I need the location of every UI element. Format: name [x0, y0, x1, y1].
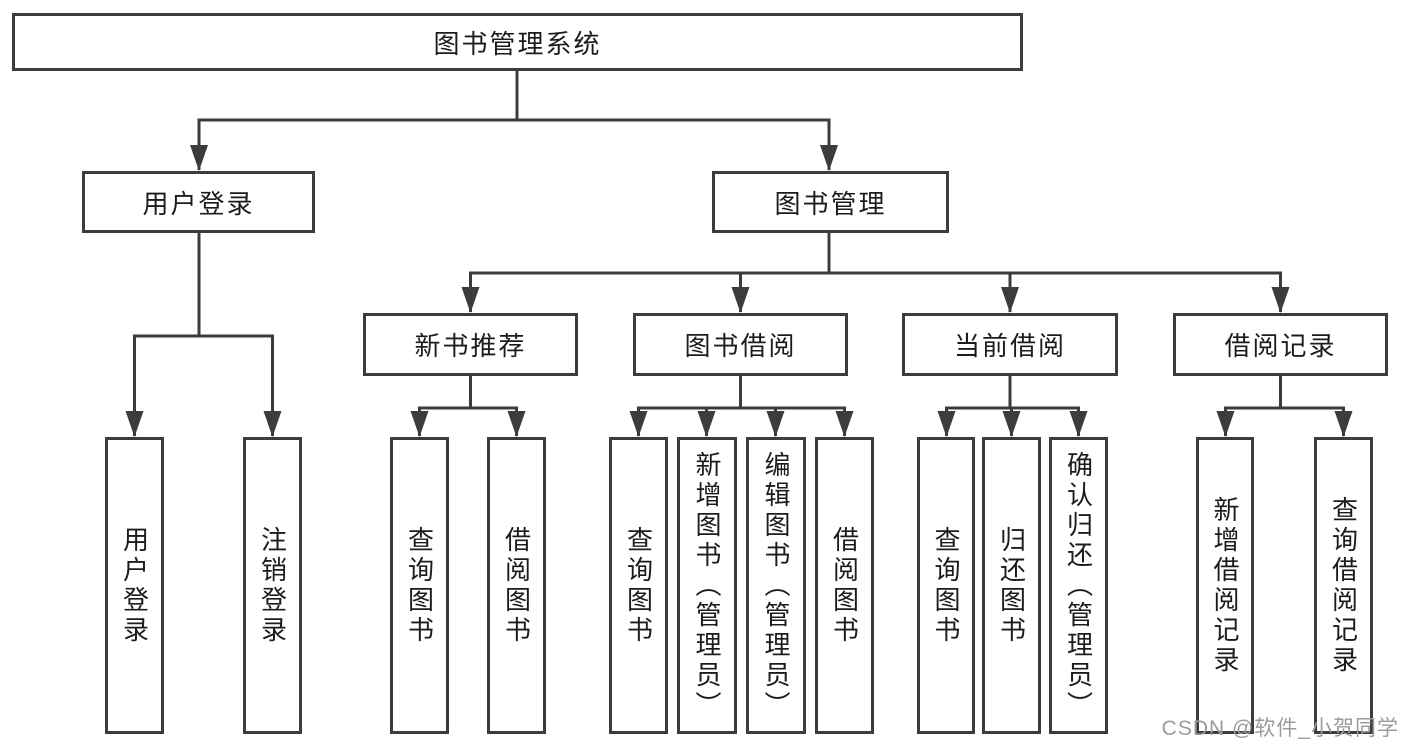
connector-borrow-records-branch	[1216, 376, 1353, 437]
node-leaf-logout: 注销登录	[243, 437, 302, 734]
node-leaf-add-books-admin: 新增图书（管理员）	[677, 437, 737, 734]
node-leaf-add-borrow-record: 新增借阅记录	[1196, 437, 1254, 734]
node-book-management: 图书管理	[712, 171, 949, 233]
node-label: 借阅图书	[829, 525, 860, 646]
node-leaf-borrow-books-1: 借阅图书	[487, 437, 546, 734]
node-leaf-user-login: 用户登录	[105, 437, 164, 734]
node-label: 查询图书	[404, 525, 435, 646]
node-label: 查询图书	[931, 525, 961, 646]
node-label: 归还图书	[996, 525, 1027, 646]
watermark: CSDN @软件_小贺同学	[1161, 717, 1399, 740]
node-leaf-query-books-3: 查询图书	[917, 437, 975, 734]
node-label: 查询借阅记录	[1328, 495, 1359, 676]
node-label: 确认归还（管理员）	[1063, 450, 1094, 721]
connector-root-to-level2	[190, 70, 838, 171]
node-leaf-return-books: 归还图书	[982, 437, 1041, 734]
connector-book-borrow-branch	[629, 376, 854, 437]
node-leaf-query-books-1: 查询图书	[390, 437, 449, 734]
node-label: 新增借阅记录	[1210, 495, 1240, 676]
node-leaf-confirm-return-admin: 确认归还（管理员）	[1049, 437, 1108, 734]
node-book-borrowing: 图书借阅	[633, 313, 848, 376]
node-leaf-borrow-books-2: 借阅图书	[815, 437, 874, 734]
node-label: 新增图书（管理员）	[692, 450, 722, 721]
node-leaf-query-books-2: 查询图书	[609, 437, 668, 734]
node-label: 查询图书	[623, 525, 654, 646]
node-book-management-system: 图书管理系统	[12, 13, 1023, 71]
node-label: 用户登录	[119, 525, 150, 646]
connector-new-book-rec-branch	[410, 376, 526, 437]
node-new-book-recommendation: 新书推荐	[363, 313, 578, 376]
node-label: 注销登录	[257, 525, 288, 646]
node-leaf-edit-books-admin: 编辑图书（管理员）	[746, 437, 806, 734]
connector-current-borrow-branch	[937, 376, 1088, 437]
node-borrowing-records: 借阅记录	[1173, 313, 1388, 376]
connector-book-management-branch	[461, 233, 1290, 313]
connector-user-login-branch	[125, 233, 282, 437]
node-label: 编辑图书（管理员）	[761, 450, 791, 721]
node-current-borrowing: 当前借阅	[902, 313, 1118, 376]
node-leaf-query-borrow-record: 查询借阅记录	[1314, 437, 1373, 734]
node-label: 借阅图书	[501, 525, 532, 646]
node-user-login: 用户登录	[82, 171, 315, 233]
